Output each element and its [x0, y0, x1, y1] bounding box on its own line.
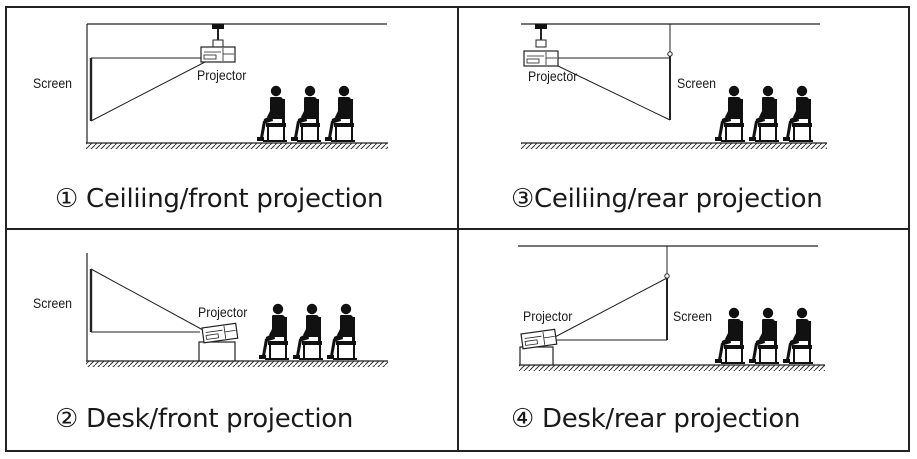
- caption-number: ④: [511, 404, 535, 434]
- caption-text: Ceiliing/rear projection: [534, 184, 823, 214]
- caption-text: Desk/rear projection: [541, 404, 801, 434]
- projector-label: Projector: [198, 304, 248, 320]
- panel-ceiling-front-drawing: [86, 23, 388, 149]
- ceiling-projector: [200, 46, 236, 63]
- caption-number: ①: [55, 184, 79, 214]
- screen-label: Screen: [33, 75, 73, 91]
- caption-desk-front: ② Desk/front projection: [55, 404, 353, 434]
- panel-grid: [5, 6, 910, 452]
- caption-text: Ceiliing/front projection: [85, 184, 384, 214]
- audience: [715, 308, 813, 364]
- screen-label: Screen: [33, 295, 73, 311]
- projector-label: Projector: [523, 308, 573, 324]
- caption-text: Desk/front projection: [85, 404, 354, 434]
- audience: [257, 86, 355, 142]
- projector-label: Projector: [528, 68, 578, 84]
- desk: [198, 341, 236, 362]
- caption-number: ③: [511, 184, 535, 214]
- panel-desk-front-drawing: [86, 253, 388, 367]
- desk-projector: [201, 322, 239, 344]
- caption-ceiling-rear: ③Ceiliing/rear projection: [511, 184, 823, 214]
- desk: [519, 346, 554, 366]
- screen-label: Screen: [673, 308, 713, 324]
- audience: [715, 86, 813, 142]
- caption-desk-rear: ④ Desk/rear projection: [511, 404, 801, 434]
- caption-number: ②: [55, 404, 79, 434]
- projector-label: Projector: [197, 67, 247, 83]
- panel-desk-rear-drawing: [518, 245, 825, 371]
- audience: [259, 304, 357, 360]
- desk-projector: [520, 328, 558, 350]
- screen-label: Screen: [677, 75, 717, 91]
- panel-ceiling-rear-drawing: [521, 23, 827, 149]
- ceiling-projector: [523, 50, 559, 67]
- caption-ceiling-front: ① Ceiliing/front projection: [55, 184, 384, 214]
